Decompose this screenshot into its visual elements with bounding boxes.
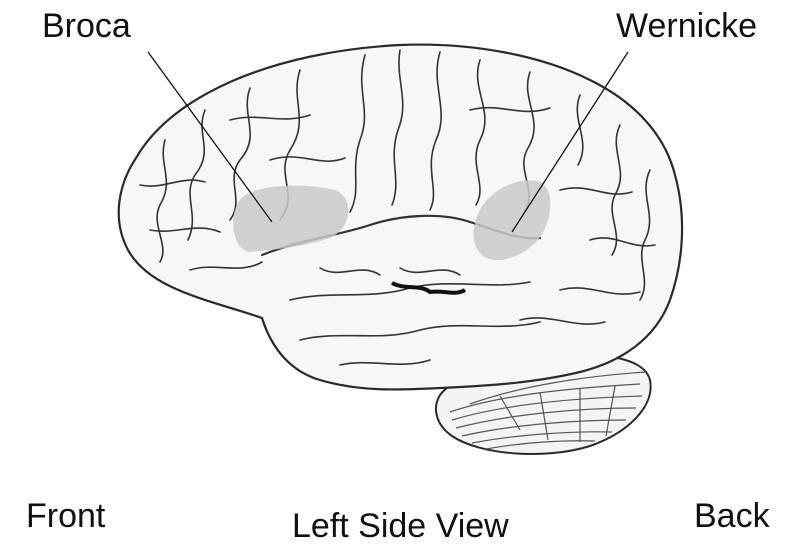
front-label: Front — [26, 497, 106, 535]
wernicke-area — [473, 180, 551, 261]
wernicke-label: Wernicke — [616, 7, 758, 45]
broca-leader-line — [147, 51, 273, 223]
cerebrum — [117, 43, 684, 391]
leader-lines — [147, 51, 629, 233]
broca-label: Broca — [42, 7, 131, 45]
broca-area — [233, 185, 349, 252]
view-caption: Left Side View — [292, 507, 509, 545]
wernicke-leader-line — [511, 51, 629, 233]
back-label: Back — [694, 497, 770, 535]
